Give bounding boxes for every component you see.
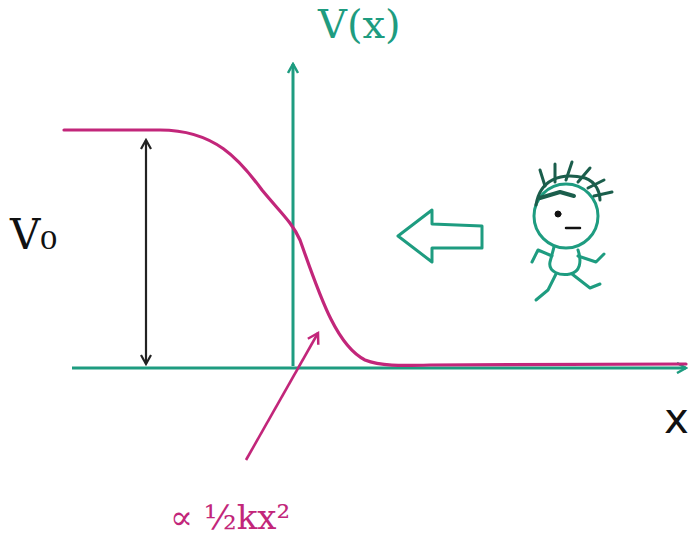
annotation: ∝ ½kx²: [170, 500, 290, 534]
height-label: V₀: [10, 214, 57, 256]
axis-label: x: [664, 398, 689, 440]
running-figure: [532, 162, 612, 300]
x-axis: [72, 367, 686, 370]
direction-arrow: [398, 210, 482, 262]
axis-label: V(x): [318, 4, 401, 44]
potential-curve: [64, 130, 686, 365]
height-arrow: [145, 140, 147, 364]
v-axis: [292, 64, 295, 366]
leader-arrow: [246, 333, 318, 460]
